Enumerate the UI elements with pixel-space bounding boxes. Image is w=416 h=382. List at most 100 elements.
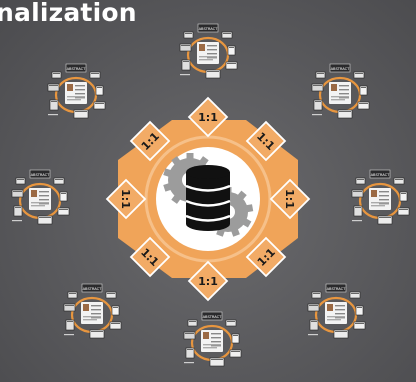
customer-touchpoint-cluster-icon: ABSTRACT: [63, 283, 122, 339]
mapping-tile-shape: [269, 178, 311, 220]
mapping-tile: 1:1: [129, 120, 171, 162]
touchpoint-device: [67, 291, 78, 299]
touchpoint-device: [105, 291, 117, 299]
touchpoint-device: [357, 101, 370, 110]
touchpoint-device: [353, 71, 365, 79]
mapping-label: 1:1: [283, 189, 296, 209]
cluster-title-card: [329, 63, 351, 73]
touchpoint-device: [89, 71, 101, 79]
mapping-tile-shape: [245, 236, 287, 278]
touchpoint-device: [231, 333, 240, 344]
mapping-tiles: 1:1 1:1 1:1 1:1 1:1 1:1 1:1 1:1: [105, 96, 311, 302]
touchpoint-device: [51, 71, 62, 79]
cluster-title-card: [197, 23, 219, 33]
database-icon: [185, 165, 231, 231]
cluster-title: ABSTRACT: [31, 173, 51, 177]
customer-touchpoint-cluster-icon: ABSTRACT: [183, 311, 242, 367]
touchpoint-device: [307, 303, 320, 312]
touchpoint-device: [179, 43, 192, 52]
profile-photo: [331, 84, 337, 91]
mapping-label: 1:1: [198, 275, 218, 288]
profile-photo: [67, 84, 73, 91]
mapping-tile: 1:1: [269, 178, 311, 220]
cluster-title-card: [81, 283, 103, 293]
touchpoint-device: [351, 189, 364, 198]
touchpoint-device: [397, 207, 410, 216]
mapping-tile: 1:1: [245, 120, 287, 162]
touchpoint-device: [313, 99, 323, 111]
touchpoint-device: [315, 71, 326, 79]
touchpoint-device: [225, 319, 237, 327]
touchpoint-device: [221, 31, 233, 39]
touchpoint-device: [181, 59, 191, 71]
cluster-title-card: [369, 169, 391, 179]
touchpoint-device: [73, 109, 89, 119]
mapping-tile: 1:1: [129, 236, 171, 278]
touchpoint-device: [311, 291, 322, 299]
touchpoint-device: [47, 83, 60, 92]
touchpoint-device: [229, 349, 242, 358]
touchpoint-device: [393, 177, 405, 185]
cluster-title: ABSTRACT: [327, 287, 347, 291]
touchpoint-device: [187, 319, 198, 327]
cluster-title: ABSTRACT: [331, 67, 351, 71]
touchpoint-device: [111, 305, 120, 316]
touchpoint-device: [57, 207, 70, 216]
touchpoint-device: [183, 31, 194, 39]
touchpoint-device: [337, 109, 353, 119]
touchpoint-device: [333, 329, 349, 339]
customer-touchpoint-cluster-icon: ABSTRACT: [351, 169, 410, 225]
touchpoint-device: [209, 357, 225, 367]
touchpoint-device: [11, 189, 24, 198]
cluster-title-card: [201, 311, 223, 321]
touchpoint-device: [95, 85, 104, 96]
profile-photo: [31, 190, 37, 197]
touchpoint-device: [377, 215, 393, 225]
mapping-tile-shape: [187, 96, 229, 138]
profile-photo: [203, 332, 209, 339]
customer-touchpoint-cluster-icon: ABSTRACT: [11, 169, 70, 225]
mapping-tile-shape: [129, 236, 171, 278]
touchpoint-device: [49, 99, 59, 111]
satellite-clusters: ABSTRACT ABSTRACT ABSTRACT ABSTRACT ABSTRACT…: [11, 23, 410, 367]
customer-touchpoint-cluster-icon: ABSTRACT: [47, 63, 106, 119]
profile-photo: [83, 304, 89, 311]
cluster-title-card: [325, 283, 347, 293]
central-hub: 1:1 1:1 1:1 1:1 1:1 1:1 1:1 1:1: [105, 96, 311, 302]
touchpoint-device: [353, 205, 363, 217]
touchpoint-device: [63, 303, 76, 312]
customer-touchpoint-cluster-icon: ABSTRACT: [311, 63, 370, 119]
mapping-tile: 1:1: [187, 260, 229, 302]
mapping-tile-shape: [105, 178, 147, 220]
touchpoint-device: [353, 321, 366, 330]
touchpoint-device: [185, 347, 195, 359]
mapping-tile: 1:1: [105, 178, 147, 220]
touchpoint-device: [37, 215, 53, 225]
touchpoint-device: [225, 61, 238, 70]
touchpoint-device: [13, 205, 23, 217]
cluster-title: ABSTRACT: [199, 27, 219, 31]
mapping-tile-shape: [187, 260, 229, 302]
touchpoint-device: [183, 331, 196, 340]
profile-photo: [199, 44, 205, 51]
touchpoint-device: [59, 191, 68, 202]
touchpoint-device: [53, 177, 65, 185]
touchpoint-device: [309, 319, 319, 331]
customer-touchpoint-cluster-icon: ABSTRACT: [307, 283, 366, 339]
touchpoint-device: [311, 83, 324, 92]
touchpoint-device: [227, 45, 236, 56]
touchpoint-device: [399, 191, 408, 202]
touchpoint-device: [89, 329, 105, 339]
cluster-title: ABSTRACT: [83, 287, 103, 291]
cluster-title-card: [29, 169, 51, 179]
cluster-title: ABSTRACT: [371, 173, 391, 177]
mapping-tile-shape: [245, 120, 287, 162]
mapping-tile: 1:1: [187, 96, 229, 138]
mapping-label: 1:1: [119, 189, 132, 209]
mapping-tile: 1:1: [245, 236, 287, 278]
mapping-label: 1:1: [198, 111, 218, 124]
touchpoint-device: [93, 101, 106, 110]
touchpoint-device: [349, 291, 361, 299]
touchpoint-device: [355, 305, 364, 316]
